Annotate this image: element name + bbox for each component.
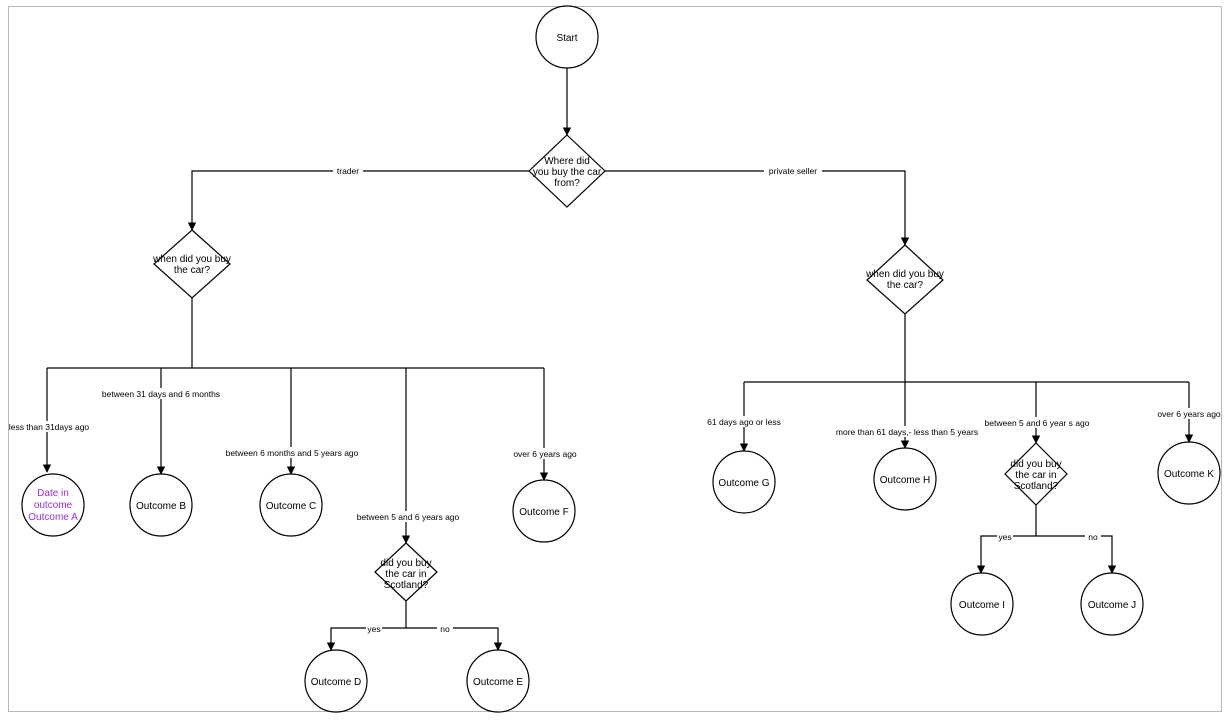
decision-scotland-trader-line-1: did you buy [380, 558, 431, 569]
edge-label-trader: trader [337, 166, 359, 176]
edge-label-no-trader: no [440, 624, 450, 634]
decision-when-private-line-2: the car? [887, 280, 924, 291]
decision-scotland-private-line-1: did you buy [1010, 459, 1061, 470]
decision-scotland-trader-line-2: the car in [385, 569, 426, 580]
decision-scotland-private[interactable]: did you buy the car in Scotland? [1004, 442, 1068, 506]
node-outcome-k[interactable]: Outcome K [1157, 441, 1221, 505]
node-outcome-d[interactable]: Outcome D [304, 649, 368, 713]
node-outcome-b[interactable]: Outcome B [129, 473, 193, 537]
node-outcome-j[interactable]: Outcome J [1080, 572, 1144, 636]
edge-private-seller [605, 170, 910, 246]
edge-label-5-to-6y-trader: between 5 and 6 years ago [357, 512, 460, 522]
edge-label-yes-trader: yes [367, 624, 380, 634]
edge-trader [187, 170, 529, 231]
outcome-c-label: Outcome C [266, 501, 317, 512]
decision-when-private-line-1: when did you buy [865, 269, 944, 280]
edge-no-trader [406, 627, 503, 651]
outcome-f-label: Outcome F [519, 507, 568, 518]
decision-scotland-private-line-3: Scotland? [1014, 481, 1059, 492]
edge-label-private-seller: private seller [769, 166, 817, 176]
node-outcome-a[interactable]: Date in outcome Outcome A [21, 473, 85, 537]
node-outcome-i[interactable]: Outcome I [950, 572, 1014, 636]
edge-labels: trader private seller less than 31days a… [9, 165, 1221, 634]
outcome-b-label: Outcome B [136, 501, 186, 512]
outcome-e-label: Outcome E [473, 677, 523, 688]
outcome-a-line-1: Date in [37, 488, 69, 499]
decision-scotland-trader-line-3: Scotland? [384, 580, 429, 591]
edge-label-5-to-6y-private: between 5 and 6 year s ago [985, 418, 1090, 428]
edge-label-over-6-private: over 6 years ago [1157, 409, 1221, 419]
outcome-d-label: Outcome D [311, 677, 362, 688]
node-outcome-c[interactable]: Outcome C [259, 473, 323, 537]
outcome-h-label: Outcome H [880, 475, 931, 486]
edge-label-61-days: 61 days ago or less [707, 417, 781, 427]
decision-when-private[interactable]: when did you buy the car? [865, 244, 944, 315]
outcome-i-label: Outcome I [959, 600, 1005, 611]
decision-where-line-3: from? [554, 178, 580, 189]
node-outcome-g[interactable]: Outcome G [712, 450, 776, 514]
edge-label-more-than-61: more than 61 days,- less than 5 years [836, 427, 978, 437]
outcome-j-label: Outcome J [1088, 600, 1136, 611]
edge-label-6m-to-5y: between 6 months and 5 years ago [226, 448, 359, 458]
decision-when-trader[interactable]: when did you buy the car? [152, 229, 231, 299]
edge-label-less-than-31: less than 31days ago [9, 422, 90, 432]
node-start-label: Start [556, 33, 577, 44]
outcome-k-label: Outcome K [1164, 469, 1214, 480]
connectors [42, 68, 1194, 651]
decision-where-bought[interactable]: Where did you buy the car from? [528, 134, 606, 208]
edge-label-31-to-6m: between 31 days and 6 months [102, 389, 220, 399]
edge-no-private [1036, 535, 1117, 574]
edge-label-over-6-trader: over 6 years ago [513, 449, 577, 459]
outcome-a-line-3: Outcome A [28, 512, 78, 523]
decision-when-trader-line-2: the car? [174, 265, 211, 276]
edge-label-yes-private: yes [998, 532, 1011, 542]
node-start[interactable]: Start [535, 5, 599, 69]
outcome-a-line-2: outcome [34, 500, 73, 511]
node-outcome-h[interactable]: Outcome H [873, 447, 937, 511]
node-outcome-f[interactable]: Outcome F [512, 479, 576, 543]
outcome-g-label: Outcome G [718, 478, 769, 489]
decision-when-trader-line-1: when did you buy [152, 254, 231, 265]
decision-scotland-trader[interactable]: did you buy the car in Scotland? [374, 542, 438, 602]
decision-where-line-1: Where did [544, 156, 590, 167]
decision-where-line-2: you buy the car [533, 167, 602, 178]
edge-yes-private [976, 535, 1036, 574]
diagram-canvas [8, 6, 1222, 712]
edge-label-no-private: no [1088, 532, 1098, 542]
node-outcome-e[interactable]: Outcome E [466, 649, 530, 713]
decision-scotland-private-line-2: the car in [1015, 470, 1056, 481]
